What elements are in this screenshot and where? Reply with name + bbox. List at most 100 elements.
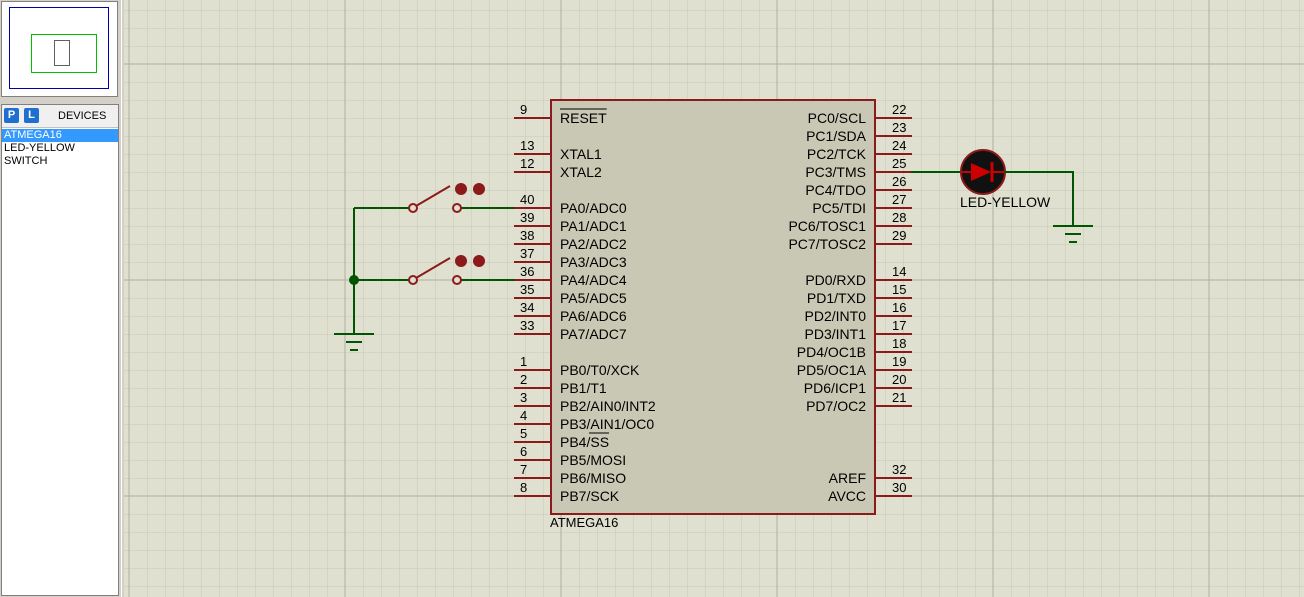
pin-number: 18 <box>892 336 906 351</box>
schematic-canvas[interactable]: ATMEGA16 9RESET13XTAL112XTAL240PA0/ADC03… <box>124 0 1304 597</box>
led-yellow[interactable] <box>960 149 1006 195</box>
switch-1[interactable] <box>354 183 514 213</box>
device-list-item[interactable]: SWITCH <box>4 155 48 167</box>
pin-name: PD5/OC1A <box>797 362 867 378</box>
pin-name: AREF <box>829 470 866 486</box>
pin-number: 1 <box>520 354 527 369</box>
pin-number: 5 <box>520 426 527 441</box>
pin-name: PA0/ADC0 <box>560 200 627 216</box>
ground-symbol <box>1053 225 1093 243</box>
pin-name: PC7/TOSC2 <box>788 236 866 252</box>
pin-name: PB2/AIN0/INT2 <box>560 398 656 414</box>
pin-number: 17 <box>892 318 906 333</box>
switch-control-button[interactable] <box>455 183 467 195</box>
pin-number: 21 <box>892 390 906 405</box>
pin-name: PD4/OC1B <box>797 344 866 360</box>
switch-lever <box>415 185 451 207</box>
pin-number: 37 <box>520 246 534 261</box>
pin-number: 13 <box>520 138 534 153</box>
pin-number: 30 <box>892 480 906 495</box>
switch-contact <box>452 203 462 213</box>
overview-visible-area[interactable] <box>31 34 97 73</box>
pin-name: XTAL1 <box>560 146 602 162</box>
pin-name: XTAL2 <box>560 164 602 180</box>
switch-control-button[interactable] <box>473 183 485 195</box>
panel-splitter[interactable] <box>121 0 124 597</box>
pin-name: PA6/ADC6 <box>560 308 627 324</box>
device-list-item[interactable]: ATMEGA16 <box>2 129 118 142</box>
overview-viewport-frame[interactable] <box>9 7 109 89</box>
pin-name: AVCC <box>828 488 866 504</box>
pin-number: 14 <box>892 264 906 279</box>
pin-name: PB6/MISO <box>560 470 626 486</box>
pin-number: 22 <box>892 102 906 117</box>
pin-name: PC0/SCL <box>808 110 867 126</box>
pin-name: PC4/TDO <box>805 182 866 198</box>
pin-number: 23 <box>892 120 906 135</box>
switch-lever <box>415 257 451 279</box>
overview-window[interactable] <box>1 1 118 97</box>
junction-dot <box>349 275 359 285</box>
chip-right-pins: 22PC0/SCL23PC1/SDA24PC2/TCK25PC3/TMS26PC… <box>788 102 912 504</box>
pin-name: PB1/T1 <box>560 380 607 396</box>
wire <box>1004 171 1074 226</box>
device-list-item[interactable]: LED-YELLOW <box>4 142 75 154</box>
pick-devices-button[interactable]: P <box>4 108 19 123</box>
switch-2[interactable] <box>354 255 514 285</box>
switch-contact <box>408 203 418 213</box>
pin-name: PA4/ADC4 <box>560 272 627 288</box>
pin-number: 4 <box>520 408 527 423</box>
switch-control-button[interactable] <box>473 255 485 267</box>
ground-symbol <box>334 333 374 351</box>
pin-name: PA5/ADC5 <box>560 290 627 306</box>
atmega16-chip-body[interactable] <box>550 99 876 515</box>
chip-name-label: ATMEGA16 <box>550 515 618 530</box>
pin-number: 3 <box>520 390 527 405</box>
pin-name: PD7/OC2 <box>806 398 866 414</box>
library-manager-button[interactable]: L <box>24 108 39 123</box>
switch-control-button[interactable] <box>455 255 467 267</box>
devices-header-label: DEVICES <box>58 110 107 122</box>
pin-number: 33 <box>520 318 534 333</box>
pin-name: PB4/SS <box>560 434 609 450</box>
led-triangle <box>971 163 991 181</box>
pin-number: 20 <box>892 372 906 387</box>
